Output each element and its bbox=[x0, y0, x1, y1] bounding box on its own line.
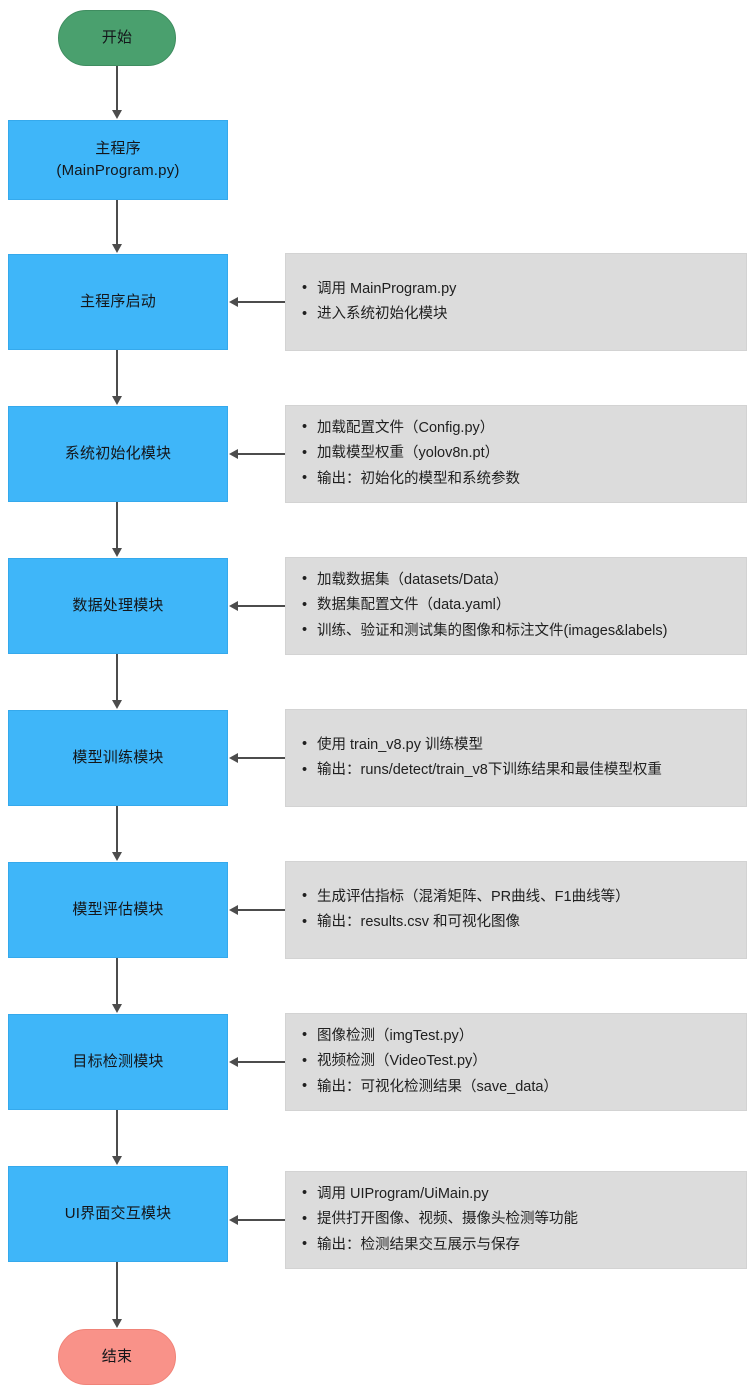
annotation-item: 训练、验证和测试集的图像和标注文件(images&labels) bbox=[302, 619, 732, 643]
annotation-item: 输出：初始化的模型和系统参数 bbox=[302, 467, 732, 491]
annotation-list-ui-module: 调用 UIProgram/UiMain.py 提供打开图像、视频、摄像头检测等功… bbox=[302, 1181, 732, 1259]
annotation-list-object-detect: 图像检测（imgTest.py） 视频检测（VideoTest.py） 输出：可… bbox=[302, 1023, 732, 1101]
annotation-item: 视频检测（VideoTest.py） bbox=[302, 1050, 732, 1074]
annotation-model-eval: 生成评估指标（混淆矩阵、PR曲线、F1曲线等） 输出：results.csv 和… bbox=[285, 861, 747, 959]
node-system-init[interactable]: 系统初始化模块 bbox=[8, 406, 228, 502]
node-end[interactable]: 结束 bbox=[58, 1329, 176, 1385]
connector-annotation-to-data-process bbox=[238, 605, 285, 607]
annotation-item: 输出：results.csv 和可视化图像 bbox=[302, 910, 732, 934]
annotation-model-train: 使用 train_v8.py 训练模型 输出：runs/detect/train… bbox=[285, 709, 747, 807]
connector-model-train-to-model-eval bbox=[116, 806, 118, 852]
annotation-item: 输出：可视化检测结果（save_data） bbox=[302, 1075, 732, 1099]
arrowhead-annotation-to-ui-module bbox=[229, 1214, 238, 1225]
connector-system-init-to-data-process bbox=[116, 502, 118, 548]
arrowhead-object-detect-to-ui-module bbox=[111, 1156, 122, 1165]
node-object-detect-label: 目标检测模块 bbox=[72, 1053, 164, 1071]
arrowhead-annotation-to-model-train bbox=[229, 752, 238, 763]
arrowhead-main-start-to-system-init bbox=[111, 396, 122, 405]
arrowhead-ui-module-to-end bbox=[111, 1319, 122, 1328]
arrowhead-model-train-to-model-eval bbox=[111, 852, 122, 861]
annotation-item: 加载配置文件（Config.py） bbox=[302, 416, 732, 440]
annotation-item: 数据集配置文件（data.yaml） bbox=[302, 594, 732, 618]
node-main-program-label: 主程序 (MainProgram.py) bbox=[56, 140, 180, 179]
node-start-label: 开始 bbox=[101, 29, 133, 47]
arrowhead-main-program-to-main-start bbox=[111, 244, 122, 253]
node-ui-module-label: UI界面交互模块 bbox=[64, 1205, 172, 1223]
connector-object-detect-to-ui-module bbox=[116, 1110, 118, 1156]
annotation-item: 进入系统初始化模块 bbox=[302, 302, 732, 326]
connector-model-eval-to-object-detect bbox=[116, 958, 118, 1004]
annotation-list-system-init: 加载配置文件（Config.py） 加载模型权重（yolov8n.pt） 输出：… bbox=[302, 415, 732, 493]
arrowhead-start-to-main-program bbox=[111, 110, 122, 119]
arrowhead-annotation-to-main-start bbox=[229, 296, 238, 307]
node-ui-module[interactable]: UI界面交互模块 bbox=[8, 1166, 228, 1262]
node-main-start[interactable]: 主程序启动 bbox=[8, 254, 228, 350]
connector-ui-module-to-end bbox=[116, 1262, 118, 1320]
annotation-item: 使用 train_v8.py 训练模型 bbox=[302, 733, 732, 757]
connector-main-program-to-main-start bbox=[116, 200, 118, 245]
node-model-eval[interactable]: 模型评估模块 bbox=[8, 862, 228, 958]
connector-annotation-to-ui-module bbox=[238, 1219, 285, 1221]
node-model-train[interactable]: 模型训练模块 bbox=[8, 710, 228, 806]
arrowhead-annotation-to-data-process bbox=[229, 600, 238, 611]
annotation-data-process: 加载数据集（datasets/Data） 数据集配置文件（data.yaml） … bbox=[285, 557, 747, 655]
node-main-start-label: 主程序启动 bbox=[79, 293, 156, 311]
node-object-detect[interactable]: 目标检测模块 bbox=[8, 1014, 228, 1110]
node-main-program[interactable]: 主程序 (MainProgram.py) bbox=[8, 120, 228, 200]
annotation-list-model-train: 使用 train_v8.py 训练模型 输出：runs/detect/train… bbox=[302, 732, 732, 785]
annotation-ui-module: 调用 UIProgram/UiMain.py 提供打开图像、视频、摄像头检测等功… bbox=[285, 1171, 747, 1269]
arrowhead-annotation-to-object-detect bbox=[229, 1056, 238, 1067]
node-data-process-label: 数据处理模块 bbox=[72, 597, 164, 615]
annotation-item: 加载模型权重（yolov8n.pt） bbox=[302, 442, 732, 466]
node-system-init-label: 系统初始化模块 bbox=[64, 445, 172, 463]
connector-annotation-to-model-train bbox=[238, 757, 285, 759]
node-data-process[interactable]: 数据处理模块 bbox=[8, 558, 228, 654]
connector-annotation-to-model-eval bbox=[238, 909, 285, 911]
node-end-label: 结束 bbox=[101, 1348, 133, 1366]
arrowhead-model-eval-to-object-detect bbox=[111, 1004, 122, 1013]
arrowhead-annotation-to-system-init bbox=[229, 448, 238, 459]
annotation-item: 调用 MainProgram.py bbox=[302, 277, 732, 301]
arrowhead-data-process-to-model-train bbox=[111, 700, 122, 709]
node-model-train-label: 模型训练模块 bbox=[72, 749, 164, 767]
arrowhead-system-init-to-data-process bbox=[111, 548, 122, 557]
annotation-object-detect: 图像检测（imgTest.py） 视频检测（VideoTest.py） 输出：可… bbox=[285, 1013, 747, 1111]
connector-data-process-to-model-train bbox=[116, 654, 118, 700]
annotation-item: 输出：runs/detect/train_v8下训练结果和最佳模型权重 bbox=[302, 758, 732, 782]
annotation-list-data-process: 加载数据集（datasets/Data） 数据集配置文件（data.yaml） … bbox=[302, 567, 732, 645]
annotation-item: 图像检测（imgTest.py） bbox=[302, 1024, 732, 1048]
annotation-item: 加载数据集（datasets/Data） bbox=[302, 568, 732, 592]
connector-annotation-to-main-start bbox=[238, 301, 285, 303]
annotation-main-start: 调用 MainProgram.py 进入系统初始化模块 bbox=[285, 253, 747, 351]
annotation-item: 提供打开图像、视频、摄像头检测等功能 bbox=[302, 1208, 732, 1232]
annotation-item: 调用 UIProgram/UiMain.py bbox=[302, 1182, 732, 1206]
annotation-list-model-eval: 生成评估指标（混淆矩阵、PR曲线、F1曲线等） 输出：results.csv 和… bbox=[302, 884, 732, 937]
connector-start-to-main-program bbox=[116, 66, 118, 111]
annotation-item: 输出：检测结果交互展示与保存 bbox=[302, 1233, 732, 1257]
arrowhead-annotation-to-model-eval bbox=[229, 904, 238, 915]
connector-annotation-to-object-detect bbox=[238, 1061, 285, 1063]
node-start[interactable]: 开始 bbox=[58, 10, 176, 66]
node-model-eval-label: 模型评估模块 bbox=[72, 901, 164, 919]
annotation-list-main-start: 调用 MainProgram.py 进入系统初始化模块 bbox=[302, 276, 732, 329]
connector-main-start-to-system-init bbox=[116, 350, 118, 396]
annotation-system-init: 加载配置文件（Config.py） 加载模型权重（yolov8n.pt） 输出：… bbox=[285, 405, 747, 503]
annotation-item: 生成评估指标（混淆矩阵、PR曲线、F1曲线等） bbox=[302, 885, 732, 909]
connector-annotation-to-system-init bbox=[238, 453, 285, 455]
